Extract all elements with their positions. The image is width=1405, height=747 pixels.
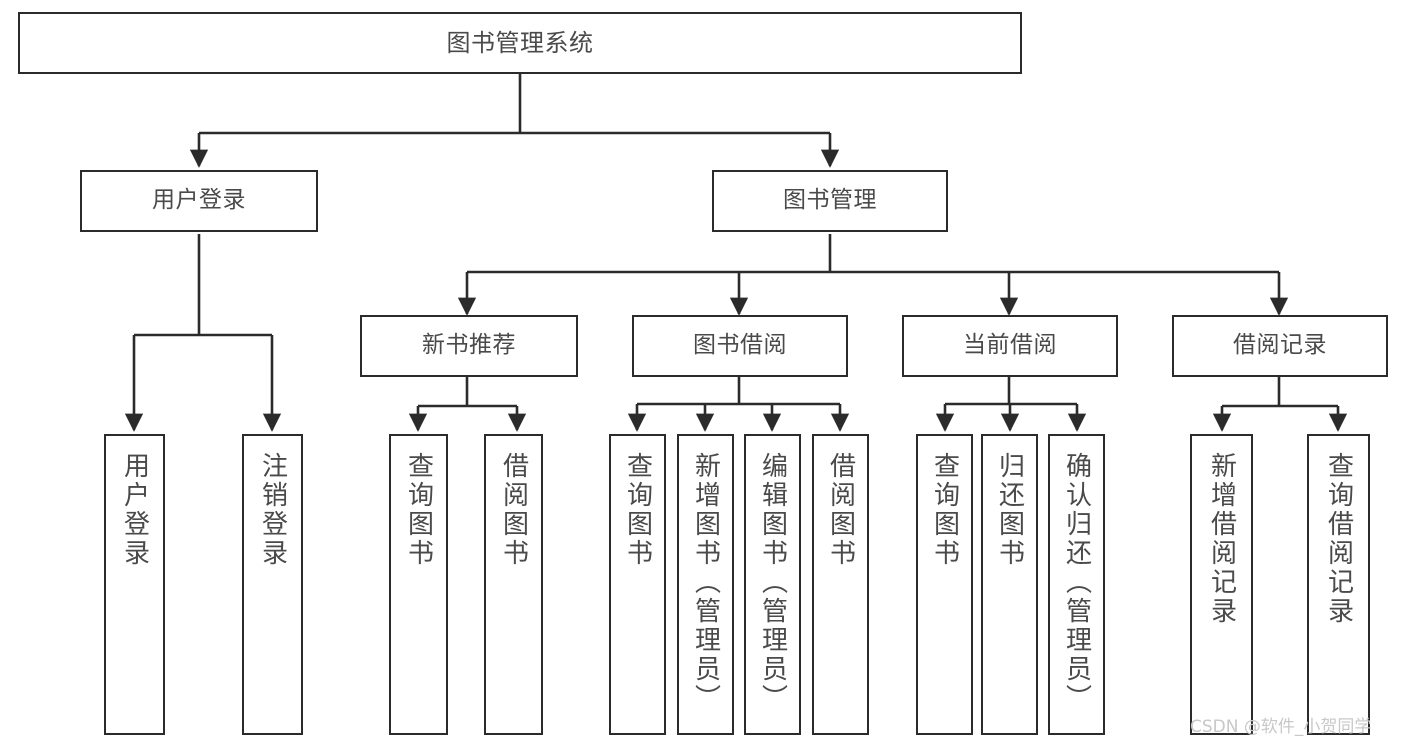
node-user-login[interactable]: 用户登录 (80, 170, 318, 232)
node-leaf-logout[interactable]: 注销登录 (242, 434, 303, 735)
node-leaf-edit-book-admin[interactable]: 编辑图书（管理员） (744, 434, 801, 735)
node-new-book-recommendation[interactable]: 新书推荐 (360, 315, 578, 377)
node-book-borrowing-label: 图书借阅 (693, 332, 787, 359)
node-user-login-label: 用户登录 (152, 187, 246, 214)
node-leaf-user-login-label: 用户登录 (119, 452, 150, 568)
node-leaf-return-book-label: 归还图书 (994, 452, 1025, 568)
node-book-management-label: 图书管理 (783, 187, 877, 214)
node-leaf-query-book-bb-label: 查询图书 (622, 452, 653, 568)
node-borrowing-record-label: 借阅记录 (1233, 332, 1327, 359)
node-leaf-query-borrow-record[interactable]: 查询借阅记录 (1307, 434, 1370, 735)
watermark-credit: CSDN @软件_小贺同学 (1190, 717, 1372, 737)
node-current-borrowing[interactable]: 当前借阅 (902, 315, 1118, 377)
node-leaf-query-book-nbr[interactable]: 查询图书 (389, 434, 448, 735)
node-new-book-recommendation-label: 新书推荐 (422, 332, 516, 359)
node-leaf-confirm-return-admin-label: 确认归还（管理员） (1061, 452, 1092, 713)
node-leaf-edit-book-admin-label: 编辑图书（管理员） (757, 452, 788, 713)
node-current-borrowing-label: 当前借阅 (963, 332, 1057, 359)
node-leaf-query-book-cb[interactable]: 查询图书 (916, 434, 973, 735)
node-leaf-borrow-book-bb[interactable]: 借阅图书 (812, 434, 869, 735)
node-leaf-confirm-return-admin[interactable]: 确认归还（管理员） (1048, 434, 1105, 735)
node-leaf-add-borrow-record[interactable]: 新增借阅记录 (1190, 434, 1253, 735)
node-leaf-query-book-cb-label: 查询图书 (929, 452, 960, 568)
node-root-book-management-system[interactable]: 图书管理系统 (18, 12, 1022, 74)
node-leaf-borrow-book-nbr[interactable]: 借阅图书 (484, 434, 543, 735)
node-borrowing-record[interactable]: 借阅记录 (1172, 315, 1388, 377)
node-leaf-add-borrow-record-label: 新增借阅记录 (1206, 452, 1237, 626)
node-root-label: 图书管理系统 (446, 28, 594, 57)
node-leaf-add-book-admin-label: 新增图书（管理员） (690, 452, 721, 713)
node-leaf-logout-label: 注销登录 (257, 452, 288, 568)
node-leaf-query-borrow-record-label: 查询借阅记录 (1323, 452, 1354, 626)
node-leaf-query-book-nbr-label: 查询图书 (403, 452, 434, 568)
node-book-borrowing[interactable]: 图书借阅 (632, 315, 848, 377)
node-leaf-add-book-admin[interactable]: 新增图书（管理员） (677, 434, 734, 735)
node-leaf-user-login[interactable]: 用户登录 (104, 434, 165, 735)
node-leaf-borrow-book-nbr-label: 借阅图书 (498, 452, 529, 568)
node-leaf-borrow-book-bb-label: 借阅图书 (825, 452, 856, 568)
node-book-management[interactable]: 图书管理 (712, 170, 948, 232)
node-leaf-return-book[interactable]: 归还图书 (981, 434, 1038, 735)
node-leaf-query-book-bb[interactable]: 查询图书 (609, 434, 666, 735)
